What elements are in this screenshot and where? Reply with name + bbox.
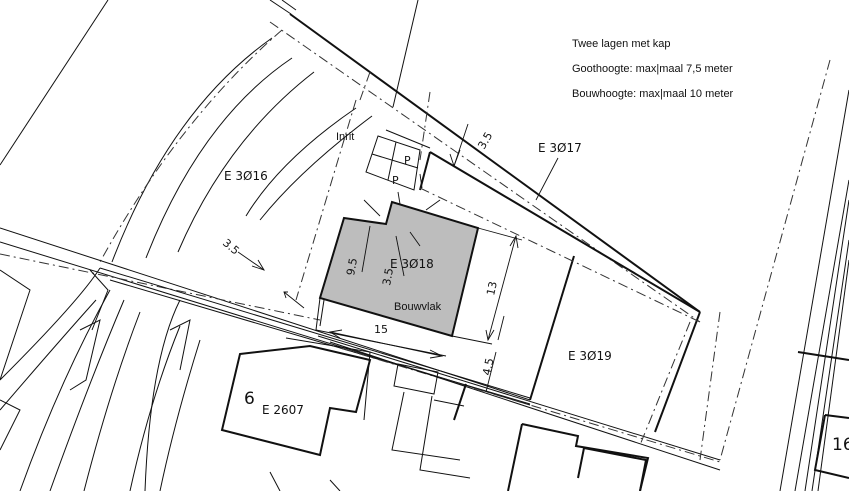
parcel-3019-label: E 3Ø19 bbox=[568, 349, 612, 363]
note-floors: Twee lagen met kap bbox=[572, 38, 670, 50]
dim-9-5: 9.5 bbox=[344, 257, 360, 276]
edge-parcel-number: 16 bbox=[832, 435, 849, 455]
parcel-3016-label: E 3Ø16 bbox=[224, 169, 268, 183]
dim-3-5-left: 3.5 bbox=[220, 236, 242, 257]
note-goothoogte: Goothoogte: max|maal 7,5 meter bbox=[572, 63, 733, 75]
inrit-label: Inrit bbox=[336, 131, 354, 143]
bouwvlak-label: Bouwvlak bbox=[394, 301, 442, 313]
dim-4-5: 4.5 bbox=[480, 357, 496, 377]
dim-15: 15 bbox=[374, 323, 388, 336]
parcel-3017-label: E 3Ø17 bbox=[538, 141, 582, 155]
house-number: 6 bbox=[244, 389, 255, 409]
parcel-3018-label: E 3Ø18 bbox=[390, 257, 434, 271]
parcel-2607-label: E 2607 bbox=[262, 403, 304, 417]
dim-13: 13 bbox=[484, 280, 500, 296]
dim-3-5-top: 3.5 bbox=[475, 130, 495, 152]
parking-area bbox=[365, 129, 431, 191]
dimension-lines bbox=[237, 123, 559, 393]
note-bouwhoogte: Bouwhoogte: max|maal 10 meter bbox=[572, 88, 734, 100]
dim-3-5-inner: 3.5 bbox=[380, 267, 396, 286]
parking-label-2: P bbox=[392, 174, 399, 187]
parking-label-1: P bbox=[404, 154, 411, 167]
